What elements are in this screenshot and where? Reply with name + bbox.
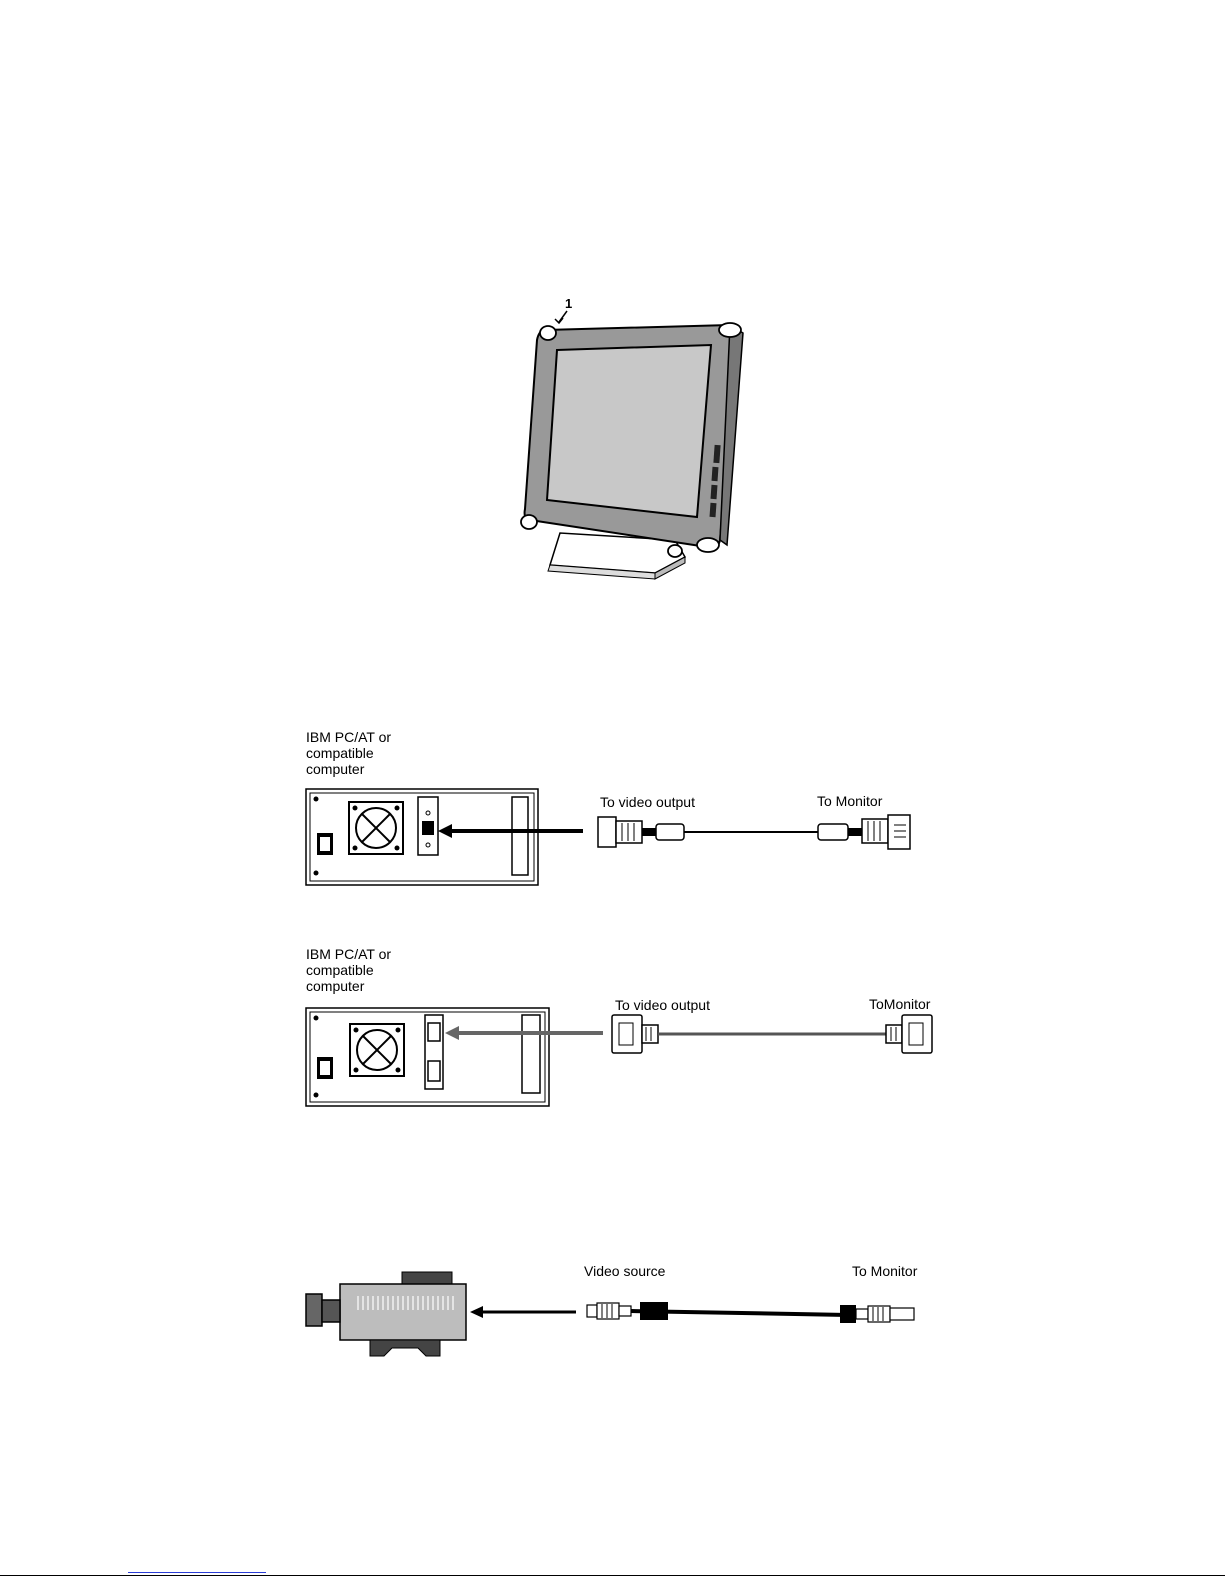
bnc-plug-right-icon	[840, 1305, 914, 1323]
vga-plug-left-icon	[598, 817, 656, 847]
vga-port-icon	[428, 1061, 440, 1081]
vga-connection-diagram	[300, 785, 920, 890]
dvi-plug-left-icon	[612, 1015, 658, 1053]
dvi-port-icon	[428, 1023, 440, 1041]
monitor-screen	[547, 345, 711, 517]
dvi-computer-label: IBM PC/AT or compatible computer	[306, 946, 426, 994]
pc-rear-panel	[306, 1008, 549, 1106]
video-connection-diagram	[300, 1268, 925, 1363]
fan-icon	[349, 802, 403, 854]
dvi-plug-right-icon	[886, 1015, 932, 1053]
vga-port-icon	[422, 821, 434, 835]
callout-arrow	[555, 311, 567, 323]
vga-plug-right-icon	[848, 815, 910, 849]
callout-number: 1	[565, 296, 572, 311]
dvi-connection-diagram	[300, 1005, 945, 1110]
fan-icon	[350, 1024, 404, 1076]
video-connect-arrow	[470, 1306, 576, 1318]
footer-rule	[0, 1575, 1225, 1576]
vga-computer-label: IBM PC/AT or compatible computer	[306, 729, 426, 777]
ferrite-core-right	[818, 824, 848, 840]
pc-rear-panel	[306, 789, 538, 885]
ferrite-core-left	[656, 824, 684, 840]
footer-link-underline	[128, 1572, 266, 1573]
monitor-illustration: 1	[515, 295, 755, 590]
camera-icon	[306, 1272, 466, 1356]
